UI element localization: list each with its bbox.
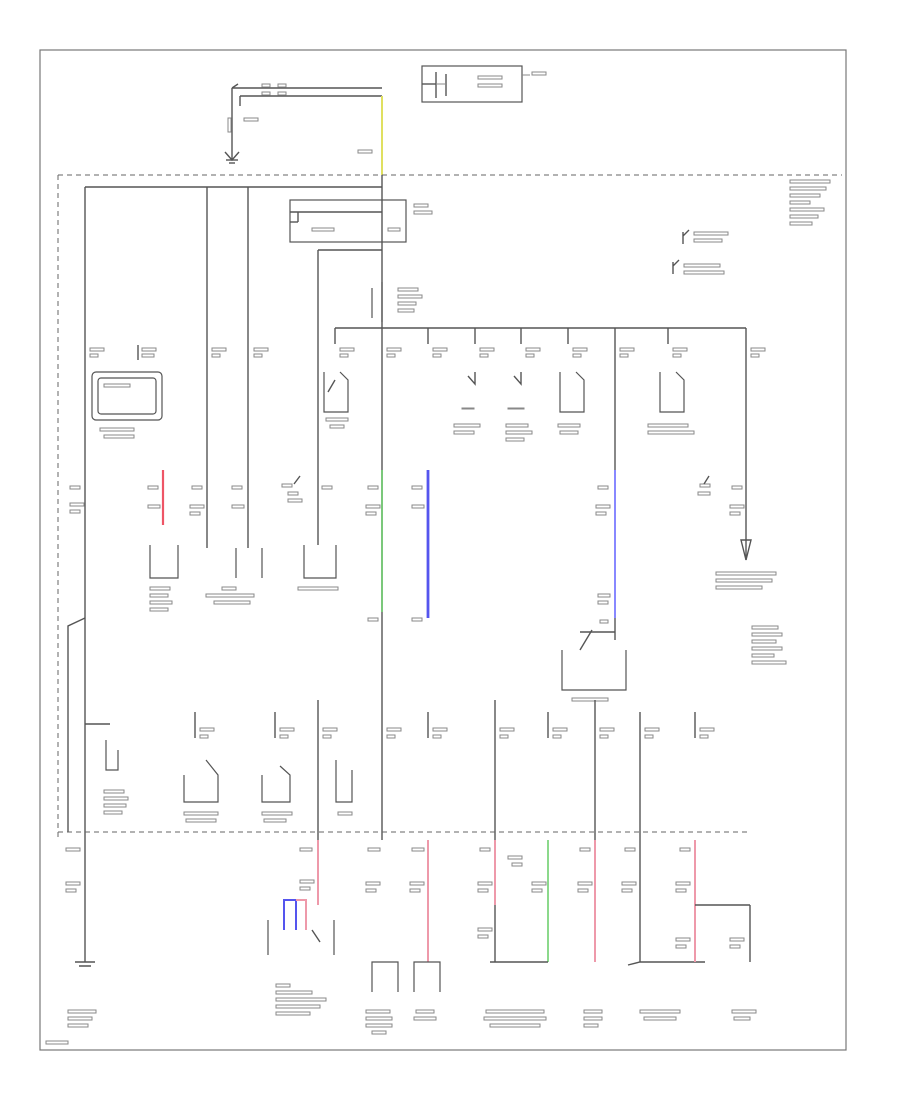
main-relay [371, 282, 423, 322]
fuse-labels-row-1 [89, 345, 766, 360]
footnote-mark [45, 1040, 69, 1045]
components-row-2 [103, 740, 353, 823]
diagram-border [39, 49, 847, 1051]
legend-notes [672, 229, 729, 275]
battery-section [224, 83, 382, 164]
wire-labels-middle [69, 475, 745, 622]
components-row-1 [91, 371, 695, 442]
starter-box [421, 65, 547, 103]
ignition-switch [289, 175, 433, 545]
components-middle [149, 539, 787, 702]
fuse-labels-row-2 [85, 700, 715, 840]
bottom-section [65, 840, 757, 1035]
fuse-box-note [789, 179, 831, 226]
